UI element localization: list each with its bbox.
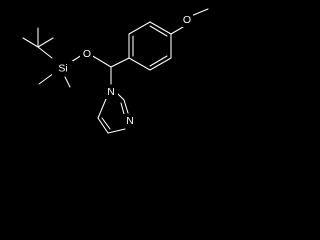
bond-ring-inner-2 — [149, 25, 168, 37]
bond-si-methyl-left — [38, 72, 55, 85]
bond-ch-aryl — [110, 57, 130, 68]
bond-ring-c5-c6 — [149, 57, 172, 71]
bond-tbu-c1-si — [37, 46, 53, 59]
bond-ring-c2-c3 — [128, 21, 151, 35]
bond-imid-n3-c2-inner — [120, 102, 125, 115]
bond-imid-n1-c5 — [97, 98, 107, 119]
atom-n1-label: N — [107, 86, 115, 98]
bond-tbu-c1-me1 — [22, 37, 39, 48]
atom-n3-label: N — [126, 115, 134, 127]
bond-imid-c5-c4 — [97, 117, 109, 134]
atom-o-ether-label: O — [83, 48, 91, 60]
atom-si-label: Si — [58, 63, 67, 75]
bond-aryl-o — [170, 26, 184, 35]
atom-o-methoxy-label: O — [183, 14, 191, 26]
bond-ring-inner-3 — [149, 55, 168, 67]
bond-o-methyl — [190, 8, 209, 17]
atom-n1-bg — [105, 85, 118, 99]
bond-imid-c5-c4-inner — [101, 117, 111, 130]
bonds — [22, 8, 209, 134]
bond-si-methyl-down — [64, 76, 71, 88]
bond-imid-n3-c2 — [123, 99, 129, 114]
bond-ring-c6-c1 — [128, 57, 151, 71]
atom-o-ether-bg — [80, 47, 93, 61]
bond-tbu-c1-me3 — [37, 37, 54, 48]
bond-o-ch — [90, 54, 112, 68]
atom-n3-bg — [123, 114, 136, 128]
bond-ring-c3-c4 — [149, 21, 172, 35]
atom-si-bg — [52, 61, 73, 76]
chemical-structure-diagram: Si O O N N — [22, 8, 209, 134]
bond-imid-c4-n3 — [107, 128, 126, 134]
atom-o-methoxy-bg — [180, 13, 193, 27]
atom-labels: Si O O N N — [52, 13, 193, 128]
